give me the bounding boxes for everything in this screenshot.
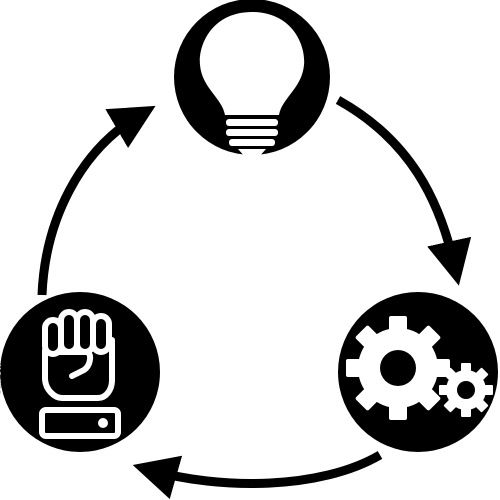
- cycle-arrow-top-to-right: [335, 96, 472, 286]
- cycle-arrow-left-to-top: [37, 105, 156, 296]
- node-process: [338, 292, 498, 452]
- watermark-id: 1276...: [0, 360, 4, 395]
- raised-fist-icon: [39, 309, 121, 439]
- node-idea: [174, 0, 330, 158]
- cycle-arrow-right-to-left: [132, 451, 383, 500]
- gears-icon: [346, 316, 493, 420]
- lightbulb-icon: [199, 12, 305, 158]
- node-power: [0, 292, 160, 452]
